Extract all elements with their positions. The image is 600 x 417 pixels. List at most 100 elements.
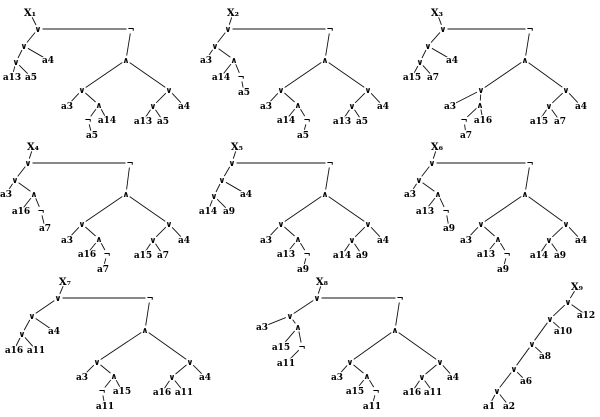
or-node: ∨: [417, 58, 424, 68]
or-node: ∨: [79, 86, 86, 96]
tree-edge: [499, 394, 507, 403]
tree-edge: [303, 124, 307, 131]
or-node: ∨: [478, 220, 485, 230]
tree-edge: [232, 151, 237, 159]
tree-edge: [18, 64, 29, 75]
and-node: ∧: [295, 323, 302, 333]
tree-edge: [484, 196, 522, 222]
tree-edge: [412, 183, 417, 191]
leaf-a4: a4: [199, 373, 211, 383]
tree-edge: [104, 379, 112, 388]
tree-edge: [484, 62, 522, 88]
tree-edge: [85, 226, 96, 237]
not-node: ¬: [460, 116, 467, 126]
tree-edge: [266, 317, 286, 326]
tree-edge: [218, 48, 231, 58]
or-node: ∨: [212, 42, 219, 52]
tree-edge: [174, 380, 182, 389]
or-node: ∨: [511, 365, 518, 375]
tree-edge: [69, 226, 80, 238]
tree-edge: [216, 198, 227, 209]
or-node: ∨: [546, 236, 553, 246]
leaf-a14: a14: [98, 116, 116, 126]
tree-edge: [23, 197, 32, 208]
leaf-a8: a8: [539, 352, 551, 362]
and-node: ∧: [322, 190, 329, 200]
leaf-a4: a4: [240, 190, 252, 200]
tree-edge: [164, 380, 170, 389]
tree-edge: [145, 302, 150, 326]
leaf-a3: a3: [0, 190, 12, 200]
leaf-a15: a15: [530, 117, 548, 127]
tree-edge: [31, 16, 37, 26]
leaf-a13: a13: [134, 117, 152, 127]
tree-edge: [421, 166, 430, 177]
tree-edge: [100, 364, 111, 374]
tree-root-label-X2: X₂: [227, 8, 239, 19]
tree-edge: [317, 286, 322, 294]
tree-edge: [516, 371, 524, 379]
leaf-a14: a14: [333, 251, 351, 261]
tree-edge: [439, 197, 445, 208]
or-node: ∨: [79, 220, 86, 230]
leaf-a3: a3: [331, 373, 343, 383]
tree-edge: [89, 242, 97, 251]
leaf-a4: a4: [178, 102, 190, 112]
or-node: ∨: [35, 25, 42, 35]
leaf-a9: a9: [356, 251, 368, 261]
tree-edge: [499, 372, 512, 388]
leaf-a11: a11: [96, 402, 114, 412]
not-node: ¬: [84, 116, 91, 126]
or-node: ∨: [278, 220, 285, 230]
not-node: ¬: [37, 207, 44, 217]
or-node: ∨: [365, 220, 372, 230]
tree-edge: [223, 166, 231, 177]
or-node: ∨: [437, 358, 444, 368]
tree-root-label-X3: X₃: [431, 8, 443, 19]
not-node: ¬: [526, 25, 533, 35]
tree-edge: [155, 92, 167, 104]
or-node: ∨: [494, 387, 501, 397]
leaf-a14: a14: [199, 207, 217, 217]
tree-edge: [241, 81, 244, 88]
tree-edge: [15, 337, 21, 347]
or-node: ∨: [19, 330, 26, 340]
and-node: ∧: [31, 190, 38, 200]
tree-edge: [100, 332, 142, 360]
tree-edge: [268, 92, 279, 104]
leaf-a4: a4: [446, 56, 458, 66]
tree-edge: [353, 364, 364, 374]
leaf-a16: a16: [5, 346, 23, 356]
tree-edge: [569, 290, 576, 299]
tree-edge: [398, 332, 437, 360]
tree-edge: [303, 258, 307, 265]
leaf-a11: a11: [424, 388, 442, 398]
leaf-a13: a13: [416, 207, 434, 217]
or-node: ∨: [94, 358, 101, 368]
and-node: ∧: [231, 56, 238, 66]
tree-edge: [103, 258, 107, 265]
and-node: ∧: [392, 326, 399, 336]
not-node: ¬: [442, 207, 449, 217]
leaf-a4: a4: [48, 327, 60, 337]
tree-edge: [490, 394, 496, 403]
and-node: ∧: [495, 235, 502, 245]
tree-edge: [84, 364, 95, 375]
tree-edge: [430, 32, 441, 43]
tree-edge: [288, 242, 296, 251]
tree-edge: [325, 167, 330, 190]
tree-edge: [155, 109, 161, 118]
or-node: ∨: [349, 102, 356, 112]
tree-edge: [484, 226, 495, 237]
tree-edge: [354, 109, 360, 118]
tree-edge: [354, 243, 360, 252]
tree-edge: [422, 182, 435, 192]
tree-edge: [325, 33, 330, 56]
leaf-a14: a14: [530, 251, 548, 261]
or-node: ∨: [347, 358, 354, 368]
leaf-a11: a11: [363, 402, 381, 412]
not-node: ¬: [503, 250, 510, 260]
or-node: ∨: [13, 58, 20, 68]
tree-edge: [155, 243, 161, 252]
